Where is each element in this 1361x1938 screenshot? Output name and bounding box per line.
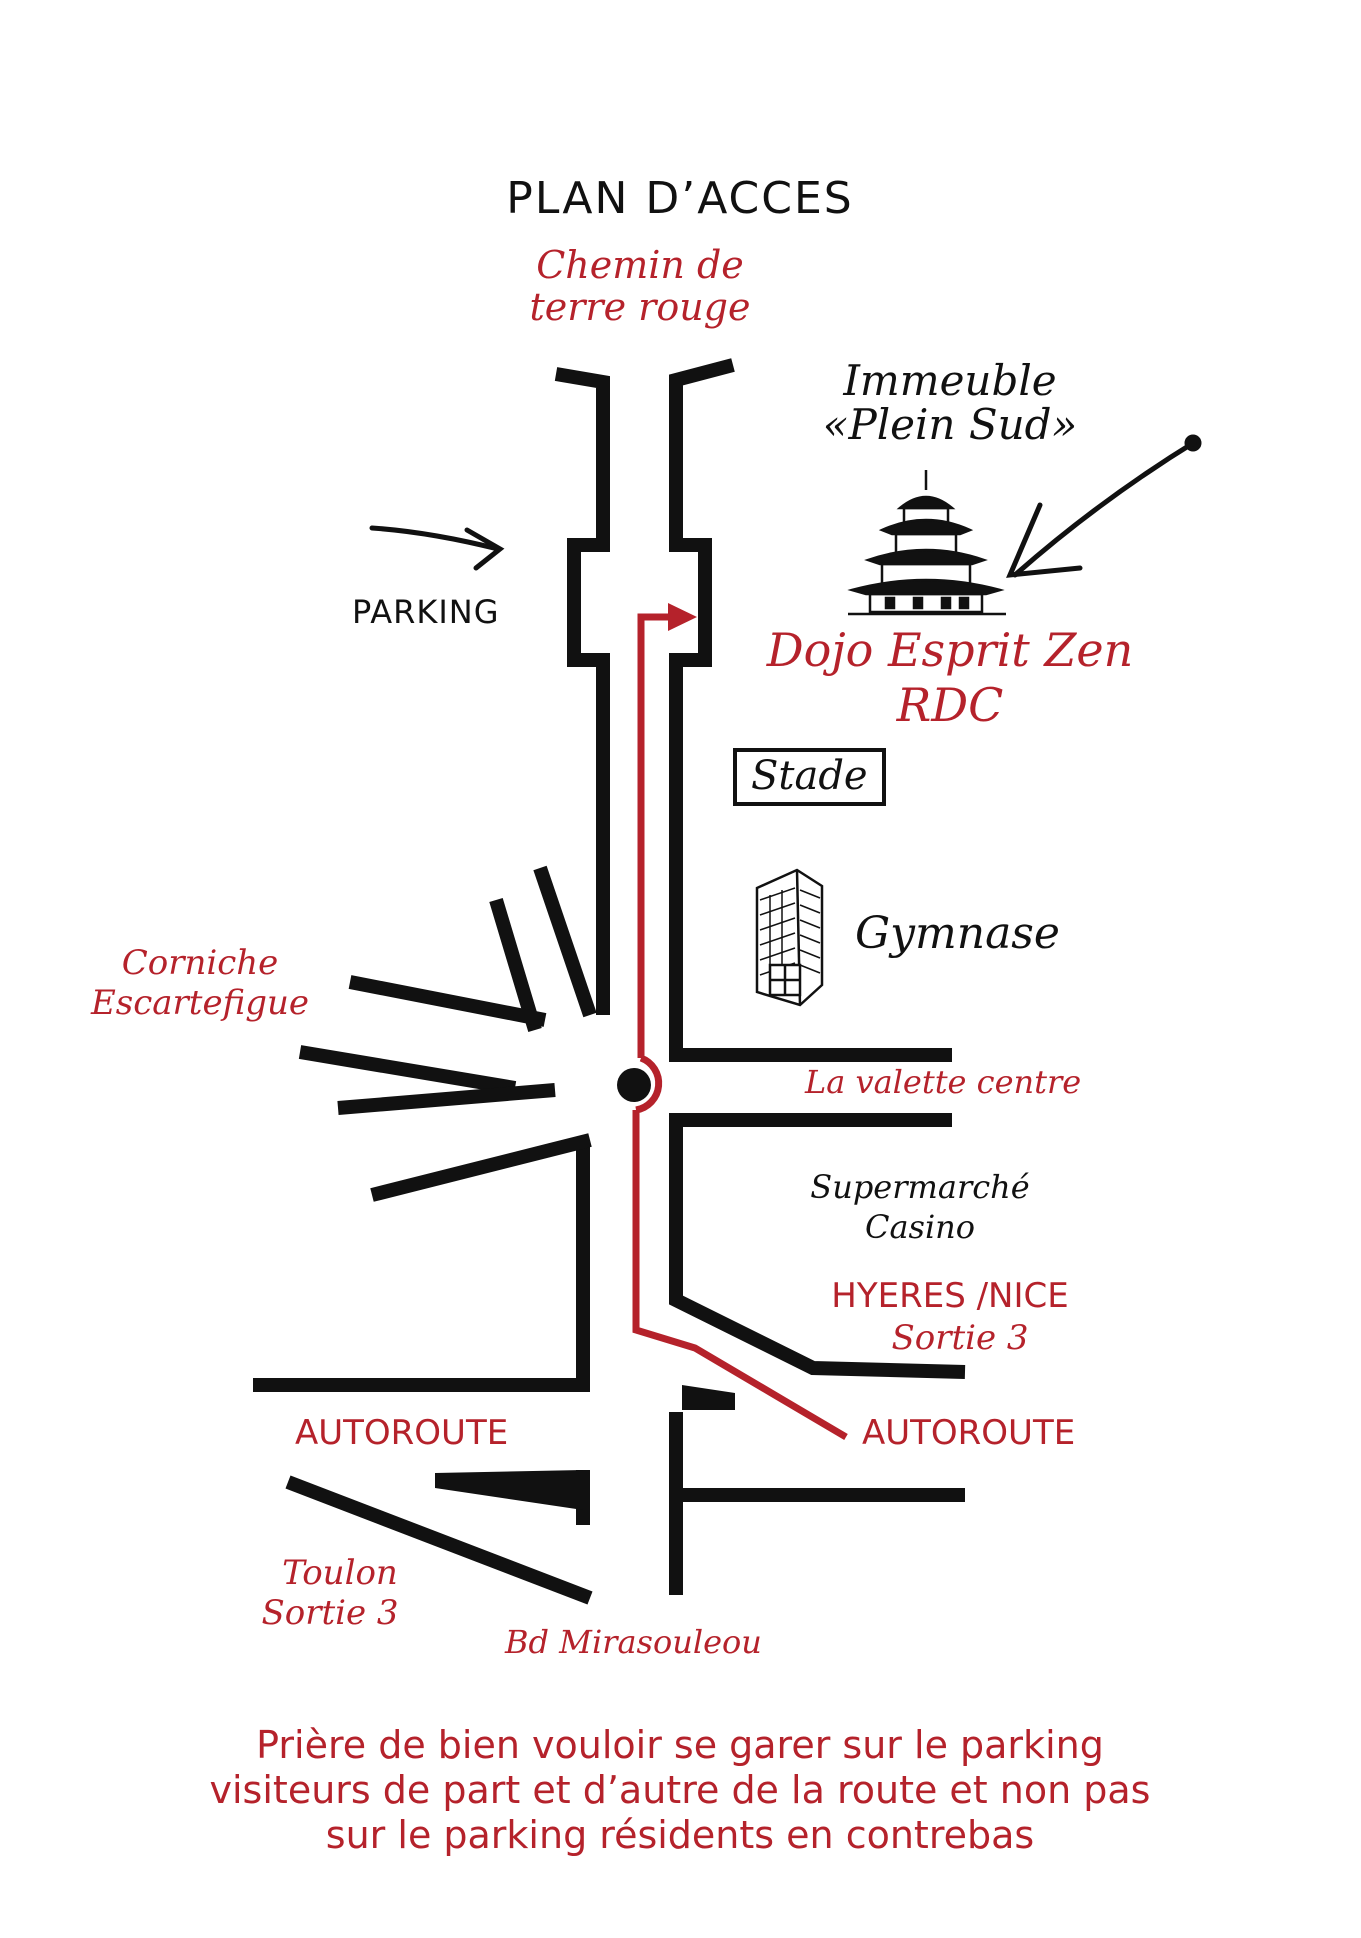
parking-arrow-icon <box>369 525 505 571</box>
corniche-road-4 <box>298 1045 517 1095</box>
tower-building-icon <box>755 868 824 1007</box>
label-hyeres-nice: HYERES /NICE <box>831 1276 1069 1316</box>
route-line-upper <box>637 613 680 1058</box>
road-network <box>253 358 966 1605</box>
corniche-road-3 <box>348 975 547 1027</box>
route-path <box>632 613 848 1441</box>
label-bd-mirasouleou: Bd Mirasouleou <box>505 1623 762 1661</box>
corniche-road-6 <box>370 1133 592 1202</box>
label-sortie3-left: Sortie 3 <box>261 1593 399 1633</box>
label-immeuble: Immeuble <box>843 356 1057 405</box>
label-rdc: RDC <box>896 678 1004 732</box>
label-parking: PARKING <box>352 593 500 631</box>
main-road-left-edge <box>554 367 610 1015</box>
parking-note-line-3: sur le parking résidents en contrebas <box>325 1813 1035 1857</box>
label-autoroute-right: AUTOROUTE <box>862 1413 1076 1453</box>
route-roundabout-arc <box>635 1054 663 1114</box>
label-valette: La valette centre <box>805 1063 1082 1101</box>
corniche-road-2 <box>489 897 542 1033</box>
label-casino: Casino <box>864 1208 976 1246</box>
pagoda-arrow-icon <box>1006 434 1202 578</box>
label-plein-sud: «Plein Sud» <box>822 400 1078 449</box>
main-road-right-edge <box>669 358 952 1062</box>
route-arrowhead <box>668 603 697 631</box>
lower-right-road-edge <box>669 1113 966 1379</box>
label-stade: Stade <box>733 748 886 806</box>
parking-note-line-1: Prière de bien vouloir se garer sur le p… <box>256 1723 1104 1767</box>
road-wedge-left <box>435 1470 583 1510</box>
pagoda-icon <box>847 470 1006 616</box>
label-dojo: Dojo Esprit Zen <box>766 623 1134 677</box>
left-lower-road-edge <box>253 1145 590 1392</box>
route-line <box>632 1110 848 1441</box>
corniche-road-5 <box>337 1083 556 1115</box>
corniche-road-1 <box>533 865 597 1018</box>
label-chemin: Chemin de <box>536 243 744 287</box>
toulon-exit-road <box>285 1475 593 1605</box>
label-corniche: Corniche <box>121 943 279 983</box>
label-gymnase: Gymnase <box>855 908 1060 959</box>
label-sortie3-right: Sortie 3 <box>891 1318 1029 1358</box>
page-title: PLAN D’ACCES <box>506 173 854 224</box>
label-autoroute-left: AUTOROUTE <box>295 1413 509 1453</box>
label-terre-rouge: terre rouge <box>529 285 751 329</box>
parking-note-line-2: visiteurs de part et d’autre de la route… <box>209 1768 1151 1812</box>
roundabout <box>617 1068 651 1102</box>
label-toulon: Toulon <box>282 1553 398 1593</box>
label-supermarche: Supermarché <box>810 1168 1030 1206</box>
label-escartefigue: Escartefigue <box>90 983 310 1023</box>
road-wedge <box>682 1385 735 1410</box>
